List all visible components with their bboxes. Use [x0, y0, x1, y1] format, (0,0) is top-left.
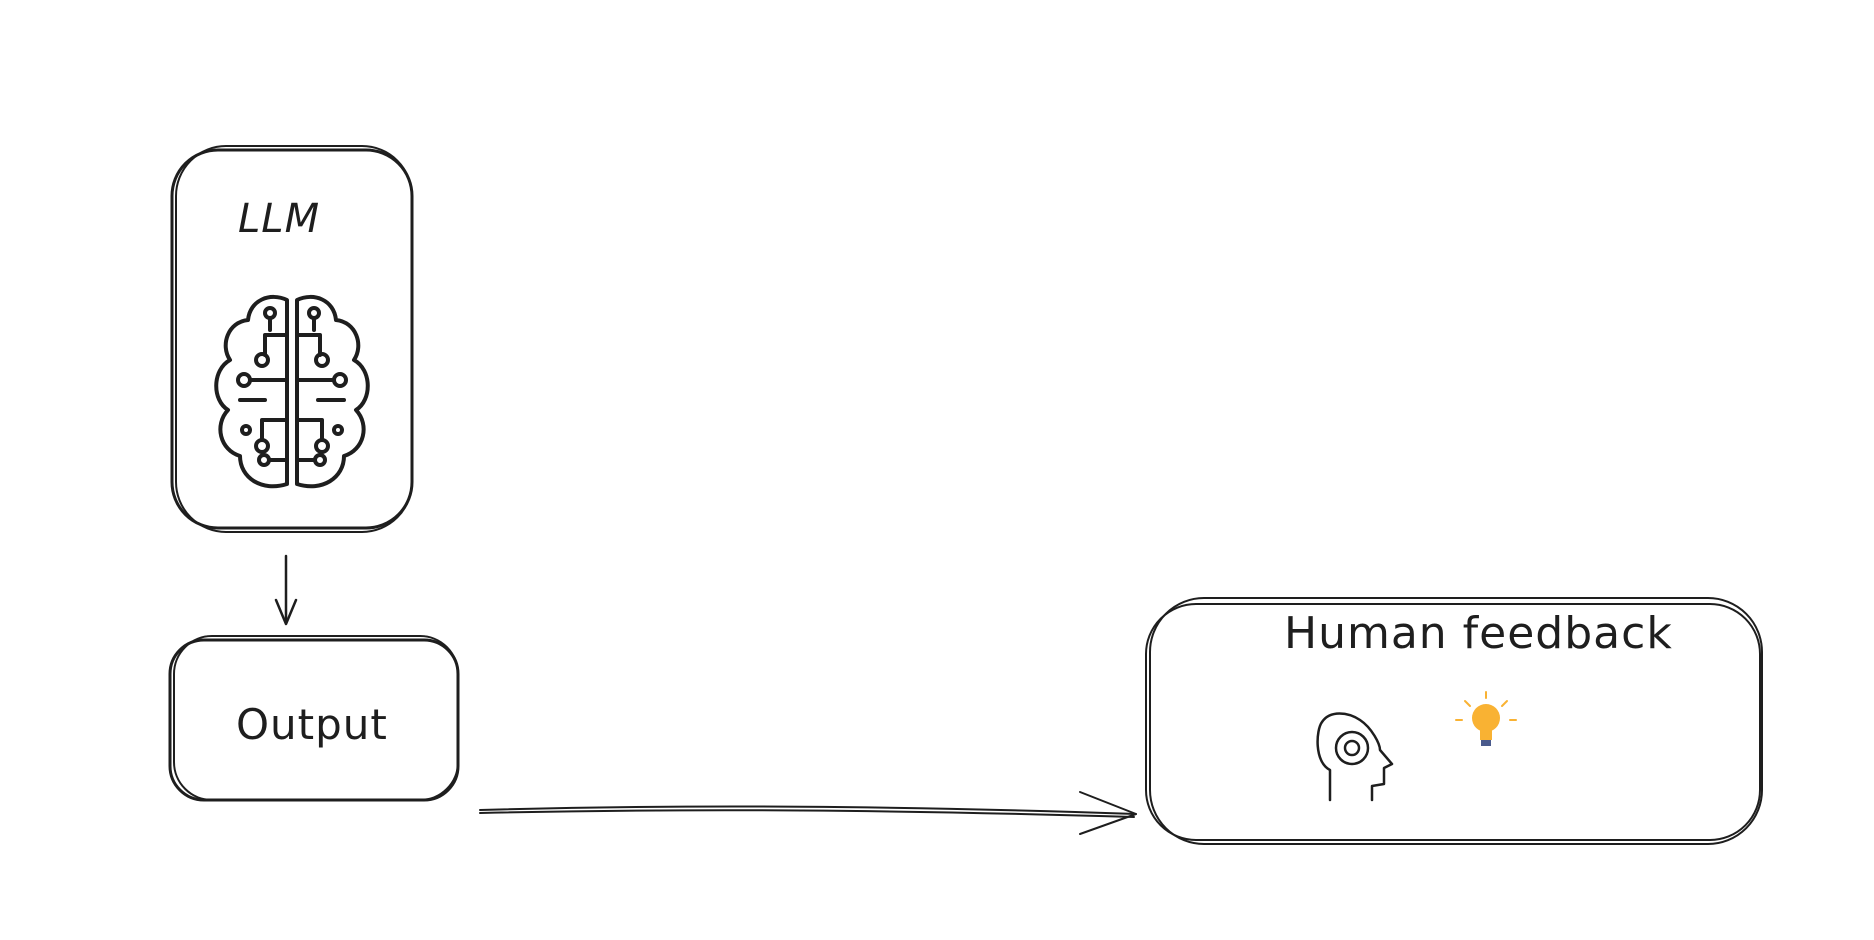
llm-node-box[interactable]: [170, 145, 414, 533]
human-feedback-node-label: Human feedback: [1284, 608, 1673, 659]
lightbulb-icon: [1455, 691, 1517, 746]
brain-circuit-icon: [214, 294, 370, 489]
human-feedback-node-box[interactable]: [1145, 597, 1763, 845]
edge-output-to-human-feedback: [479, 791, 1137, 835]
llm-node-label: LLM: [238, 196, 321, 242]
edge-llm-to-output: [274, 554, 298, 626]
head-gear-icon: [1316, 712, 1394, 802]
output-node-label: Output: [236, 700, 388, 749]
output-node-box[interactable]: [168, 635, 460, 802]
